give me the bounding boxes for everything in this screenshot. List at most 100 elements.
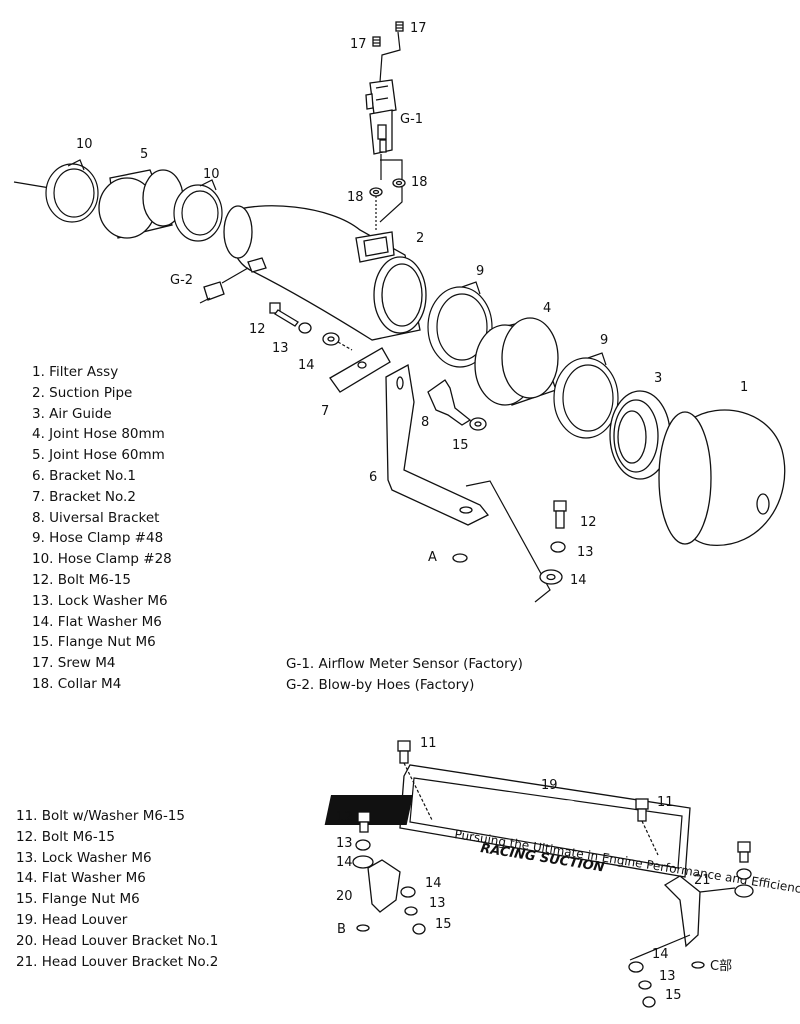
callout-18b: 18 <box>411 175 428 190</box>
right-15: 15 <box>665 988 682 1003</box>
right-13: 13 <box>659 969 676 984</box>
callout-19: 19 <box>541 778 558 793</box>
label-12: 12 <box>336 810 353 825</box>
callout-12r: 12 <box>580 515 597 530</box>
universal-bracket-8 <box>427 379 472 426</box>
legend-item: 15. Flange Nut M6 <box>32 634 156 651</box>
legend-item: 11. Bolt w/Washer M6-15 <box>16 808 185 824</box>
lock-washer-13-louver <box>355 839 371 851</box>
filter-assy-1 <box>658 409 786 546</box>
flat-washer-14-r <box>628 961 644 973</box>
flat-washer-14-right <box>539 569 563 585</box>
callouts: 17 17 G-1 18 18 10 5 10 2 G-2 9 4 9 3 1 … <box>76 21 748 1003</box>
blowby-hose-g2 <box>199 267 249 304</box>
hole-b <box>356 924 370 932</box>
callout-15: 15 <box>452 438 469 453</box>
hose-clamp-9-left <box>427 281 493 368</box>
callout-17a: 17 <box>350 37 367 52</box>
bolt-12-louver-right <box>737 841 751 863</box>
hks-logo: HKS <box>324 795 577 825</box>
flat-washer-14-louver <box>352 855 374 869</box>
legend-item: 12. Bolt M6-15 <box>16 828 115 845</box>
bolt-11-left <box>397 740 433 821</box>
flange-nut-15-b <box>412 923 426 935</box>
hole-c <box>691 961 705 969</box>
legend-item: 13. Lock Washer M6 <box>16 849 152 866</box>
callout-6: 6 <box>369 470 377 485</box>
bracket-no2 <box>329 347 391 393</box>
callout-12: 12 <box>249 322 266 337</box>
callout-9a: 9 <box>476 264 484 279</box>
bolt-11-right <box>635 798 659 856</box>
legend-item: 5. Joint Hose 60mm <box>32 447 165 464</box>
callout-17b: 17 <box>410 21 427 36</box>
callout-14r: 14 <box>570 573 587 588</box>
legend-item: 1. Filter Assy <box>32 364 119 380</box>
label-13: 13 <box>336 836 353 851</box>
callout-18a: 18 <box>347 190 364 205</box>
collar-18-right <box>392 178 406 188</box>
louver-parts-legend: 11. Bolt w/Washer M6-15 12. Bolt M6-15 1… <box>16 806 218 972</box>
callout-14: 14 <box>298 358 315 373</box>
screw-17-right <box>395 21 404 32</box>
bolt-12-right <box>553 500 567 529</box>
callout-13r: 13 <box>577 545 594 560</box>
collar-18-left <box>369 187 383 197</box>
callout-11b: 11 <box>657 795 674 810</box>
parts-legend-main: 1. Filter Assy 2. Suction Pipe 3. Air Gu… <box>32 362 172 695</box>
flange-nut-15-r <box>642 996 656 1008</box>
joint-hose-4 <box>474 317 559 406</box>
legend-item: 4. Joint Hose 80mm <box>32 426 165 443</box>
screw-17-left <box>372 36 381 47</box>
legend-item: 8. Uiversal Bracket <box>32 509 160 526</box>
callout-g1: G-1 <box>400 112 423 127</box>
joint-hose-5 <box>98 169 184 239</box>
lock-washer-13-right <box>550 541 566 553</box>
callout-5: 5 <box>140 147 148 162</box>
callout-21: 21 <box>694 873 711 888</box>
legend-item: 19. Head Louver <box>16 911 128 928</box>
callout-9b: 9 <box>600 333 608 348</box>
legend-item: 14. Flat Washer M6 <box>16 870 146 887</box>
svg-text:HKS: HKS <box>521 796 577 824</box>
lock-washer-13-left <box>298 322 312 334</box>
flat-washer-14-b <box>400 886 416 898</box>
callout-1: 1 <box>740 380 748 395</box>
flat-washer-right <box>734 884 754 898</box>
airflow-meter-sensor <box>365 79 397 155</box>
louver-bracket-no1 <box>367 859 401 913</box>
callout-13: 13 <box>272 341 289 356</box>
bracket-no1 <box>385 363 490 526</box>
legend-item: 15. Flange Nut M6 <box>16 891 140 908</box>
legend-item: 14. Flat Washer M6 <box>32 613 162 630</box>
hose-clamp-9-right <box>553 352 619 439</box>
legend-item: G-1. Airflow Meter Sensor (Factory) <box>286 656 523 672</box>
factory-parts-legend: G-1. Airflow Meter Sensor (Factory) G-2.… <box>286 654 523 696</box>
legend-item: 2. Suction Pipe <box>32 384 133 401</box>
label-14b: 14 <box>425 876 442 891</box>
legend-item: 17. Srew M4 <box>32 655 116 672</box>
label-20: 20 <box>336 889 353 904</box>
label-c: C部 <box>710 959 732 974</box>
callout-8: 8 <box>421 415 429 430</box>
flat-washer-14-left <box>322 332 340 346</box>
callout-g2: G-2 <box>170 273 193 288</box>
lock-washer-right <box>736 868 752 880</box>
legend-item: 13. Lock Washer M6 <box>32 592 168 609</box>
legend-item: G-2. Blow-by Hoes (Factory) <box>286 676 475 693</box>
legend-item: 18. Collar M4 <box>32 675 122 692</box>
label-14: 14 <box>336 855 353 870</box>
legend-item: 3. Air Guide <box>32 405 112 422</box>
callout-4: 4 <box>543 301 551 316</box>
callout-7: 7 <box>321 404 329 419</box>
legend-item: 20. Head Louver Bracket No.1 <box>16 932 219 949</box>
legend-item: 6. Bracket No.1 <box>32 467 136 484</box>
louver-bracket-no2 <box>663 875 701 948</box>
callout-a: A <box>428 550 437 565</box>
lock-washer-13-b <box>404 906 418 916</box>
air-guide-3 <box>609 390 671 480</box>
flange-nut-15 <box>469 417 487 431</box>
blowby-line-left <box>13 181 51 189</box>
suction-pipe <box>223 205 427 341</box>
